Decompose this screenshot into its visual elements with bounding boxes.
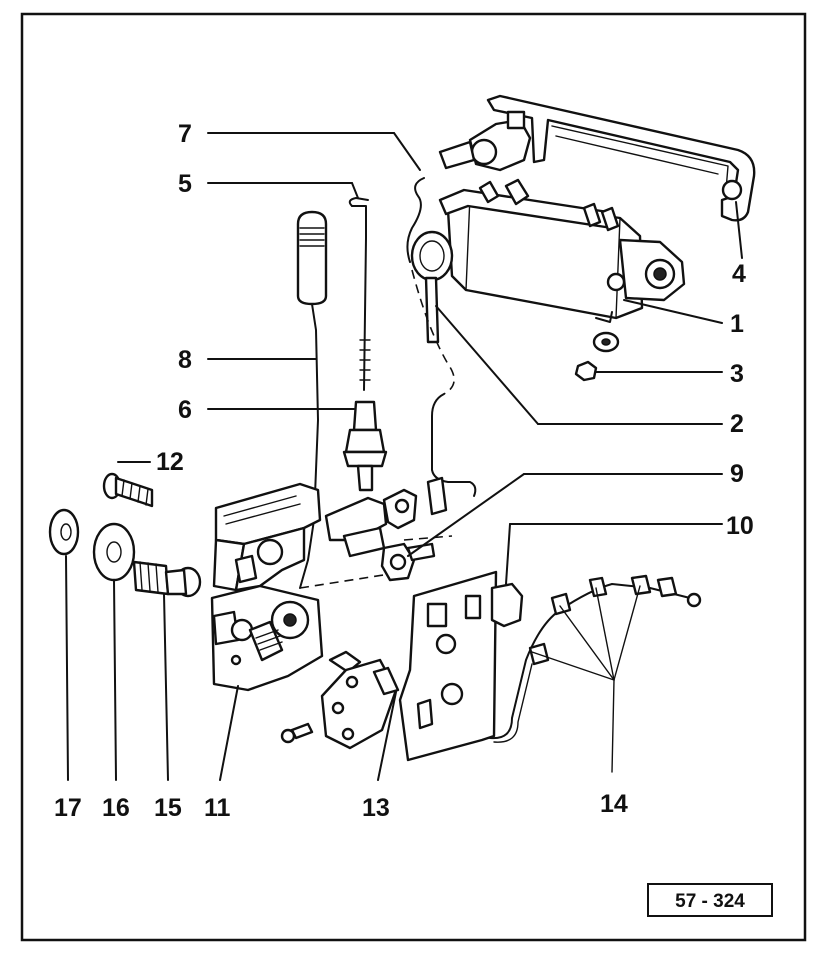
callout-9: 9 <box>730 460 744 488</box>
leader-4 <box>735 201 743 259</box>
diagram-frame <box>20 12 807 942</box>
link-rod <box>431 393 477 497</box>
leader-9 <box>407 473 525 557</box>
callout-8: 8 <box>178 346 192 374</box>
leader-1 <box>623 299 723 324</box>
lock-housing <box>438 178 686 323</box>
leader-10 <box>505 523 511 585</box>
striker-pin <box>132 560 202 598</box>
callout-1: 1 <box>730 310 744 338</box>
screw <box>102 472 154 508</box>
inner-mounting-panel <box>398 570 524 762</box>
dashed-link-b <box>403 535 453 541</box>
callout-3: 3 <box>730 360 744 388</box>
lock-rod <box>351 205 367 391</box>
callout-4: 4 <box>732 260 746 288</box>
dashed-link-c <box>299 573 391 589</box>
reference-box <box>647 883 773 917</box>
callout-2: 2 <box>730 410 744 438</box>
callout-12: 12 <box>156 448 184 476</box>
leader-11 <box>219 685 239 781</box>
dashed-link-a <box>411 269 455 395</box>
callout-7: 7 <box>178 120 192 148</box>
leader-5b <box>351 182 359 199</box>
callout-14: 14 <box>600 790 628 818</box>
locking-knob <box>296 210 328 306</box>
striker-bracket <box>320 650 400 750</box>
rod-clip <box>426 476 448 516</box>
callout-10: 10 <box>726 512 754 540</box>
callout-13: 13 <box>362 794 390 822</box>
small-screw <box>280 722 314 744</box>
spring-clip <box>410 230 454 344</box>
washer-outer <box>48 508 80 556</box>
pull-rod <box>406 177 425 263</box>
callout-15: 15 <box>154 794 182 822</box>
knob-cable <box>299 303 319 589</box>
callout-11: 11 <box>204 794 231 822</box>
callout-16: 16 <box>102 794 130 822</box>
leader-16 <box>113 579 117 781</box>
rod-guide <box>342 400 388 492</box>
leader-15 <box>163 593 169 781</box>
nut-and-washer <box>574 331 620 382</box>
lock-rod-hook <box>348 197 369 207</box>
callout-6: 6 <box>178 396 192 424</box>
leader-13 <box>377 691 397 781</box>
door-lock-body <box>210 482 324 692</box>
leader-17 <box>65 555 69 781</box>
callout-5: 5 <box>178 170 192 198</box>
outer-door-handle <box>438 94 756 222</box>
cable-assembly <box>489 574 702 743</box>
seal-ring <box>92 522 136 582</box>
leader-2 <box>435 305 539 425</box>
leader-14-fan <box>531 585 641 773</box>
bellcrank-lever <box>324 488 436 582</box>
leader-7b <box>393 132 421 171</box>
reference-number: 57 - 324 <box>675 891 745 912</box>
callout-17: 17 <box>54 794 82 822</box>
